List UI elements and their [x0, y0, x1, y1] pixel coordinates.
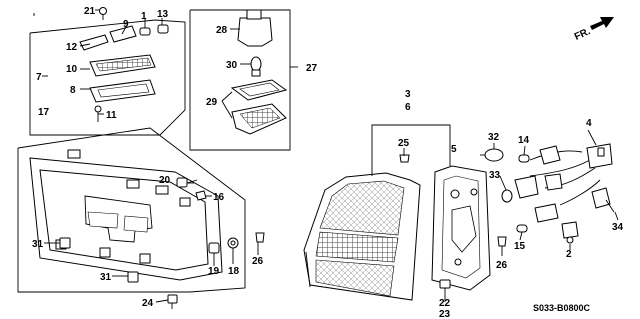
- callout-19: 19: [208, 266, 220, 277]
- callout-18: 18: [228, 266, 240, 277]
- callout-1: 1: [141, 11, 147, 22]
- leader-lines: [33, 9, 619, 303]
- callout-4: 4: [586, 118, 592, 129]
- reference-code: S033-B0800C: [533, 303, 591, 313]
- callout-25: 25: [398, 138, 410, 149]
- callout-26a: 26: [252, 256, 264, 267]
- callout-30: 30: [226, 60, 238, 71]
- callout-29: 29: [206, 97, 218, 108]
- front-arrow-icon: [590, 17, 614, 30]
- callout-14: 14: [518, 135, 530, 146]
- callout-10: 10: [66, 64, 78, 75]
- rear-garnish: [17, 127, 265, 309]
- callout-23: 23: [439, 309, 451, 319]
- callout-3: 3: [405, 89, 411, 100]
- callout-8: 8: [70, 85, 76, 96]
- callout-32: 32: [488, 132, 500, 143]
- callout-7: 7: [36, 72, 42, 83]
- license-light-group: [29, 7, 186, 136]
- callout-24: 24: [142, 298, 154, 309]
- callout-26b: 26: [496, 260, 508, 271]
- taillight-assy: [303, 154, 421, 301]
- callout-13: 13: [157, 9, 169, 20]
- taillight-gasket: [431, 165, 507, 296]
- front-direction-indicator: FR.: [573, 17, 614, 43]
- direction-label: FR.: [573, 26, 592, 43]
- callout-11: 11: [106, 110, 117, 121]
- callout-31a: 31: [32, 239, 44, 250]
- callout-6: 6: [405, 102, 411, 113]
- license-light-assy-group: [189, 9, 291, 151]
- callout-labels: 21 9 1 13 12 7 10 8 11 17 28 30 27 29 3 …: [32, 6, 624, 319]
- callout-12: 12: [66, 42, 78, 53]
- callout-15: 15: [514, 241, 526, 252]
- callout-31b: 31: [100, 272, 112, 283]
- callout-5: 5: [451, 144, 457, 155]
- callout-28: 28: [216, 25, 228, 36]
- callout-34: 34: [612, 222, 624, 233]
- callout-33: 33: [489, 170, 501, 181]
- callout-2: 2: [566, 249, 572, 260]
- callout-21: 21: [84, 6, 96, 17]
- callout-20: 20: [159, 175, 171, 186]
- callout-16: 16: [213, 192, 225, 203]
- callout-17: 17: [38, 107, 50, 118]
- callout-9: 9: [123, 19, 129, 30]
- socket-harness: [480, 143, 615, 244]
- callout-22: 22: [439, 298, 451, 309]
- callout-27: 27: [306, 63, 318, 74]
